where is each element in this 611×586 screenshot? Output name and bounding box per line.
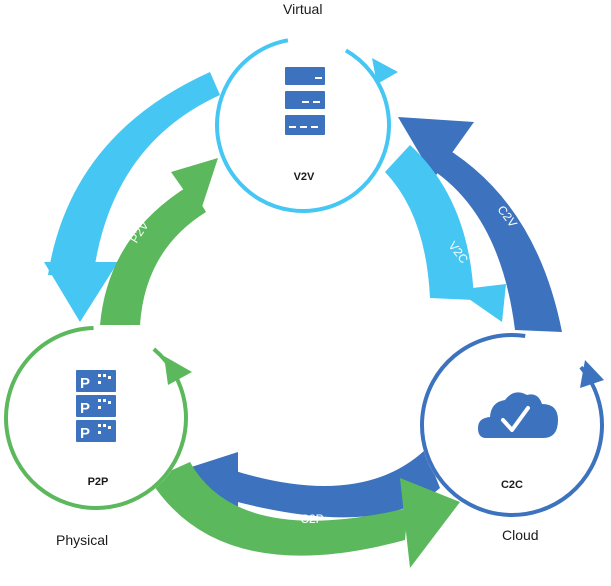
virtual-caption: Virtual xyxy=(283,1,323,17)
physical-node: P P P P2P xyxy=(4,326,192,510)
virtual-cycle-arrowhead xyxy=(372,58,398,84)
c2v-arrow xyxy=(398,117,562,332)
server-unit-glyph: P xyxy=(80,400,90,417)
cloud-node: C2C xyxy=(420,333,604,517)
physical-caption: Physical xyxy=(56,532,109,548)
cloud-cycle-arrowhead xyxy=(580,360,604,388)
cloud-check-icon xyxy=(478,392,558,438)
physical-cycle-arrowhead xyxy=(164,356,192,385)
physical-server-icon: P P P xyxy=(76,370,116,442)
physical-node-label: P2P xyxy=(88,476,109,488)
v2p-arrow xyxy=(44,72,220,322)
virtual-node-label: V2V xyxy=(294,171,315,183)
cloud-node-label: C2C xyxy=(501,479,523,491)
p2v-arrow xyxy=(100,158,218,325)
cloud-caption: Cloud xyxy=(502,527,539,543)
server-unit-glyph: P xyxy=(80,375,90,392)
server-rack-icon xyxy=(285,67,325,135)
p2c-arrow xyxy=(150,462,460,568)
v2c-arrow xyxy=(385,145,506,322)
server-unit-glyph: P xyxy=(80,425,90,442)
c2p-label: C2P xyxy=(300,512,323,526)
p2c-label: P2C xyxy=(282,555,306,569)
virtual-node: V2V xyxy=(215,37,398,213)
